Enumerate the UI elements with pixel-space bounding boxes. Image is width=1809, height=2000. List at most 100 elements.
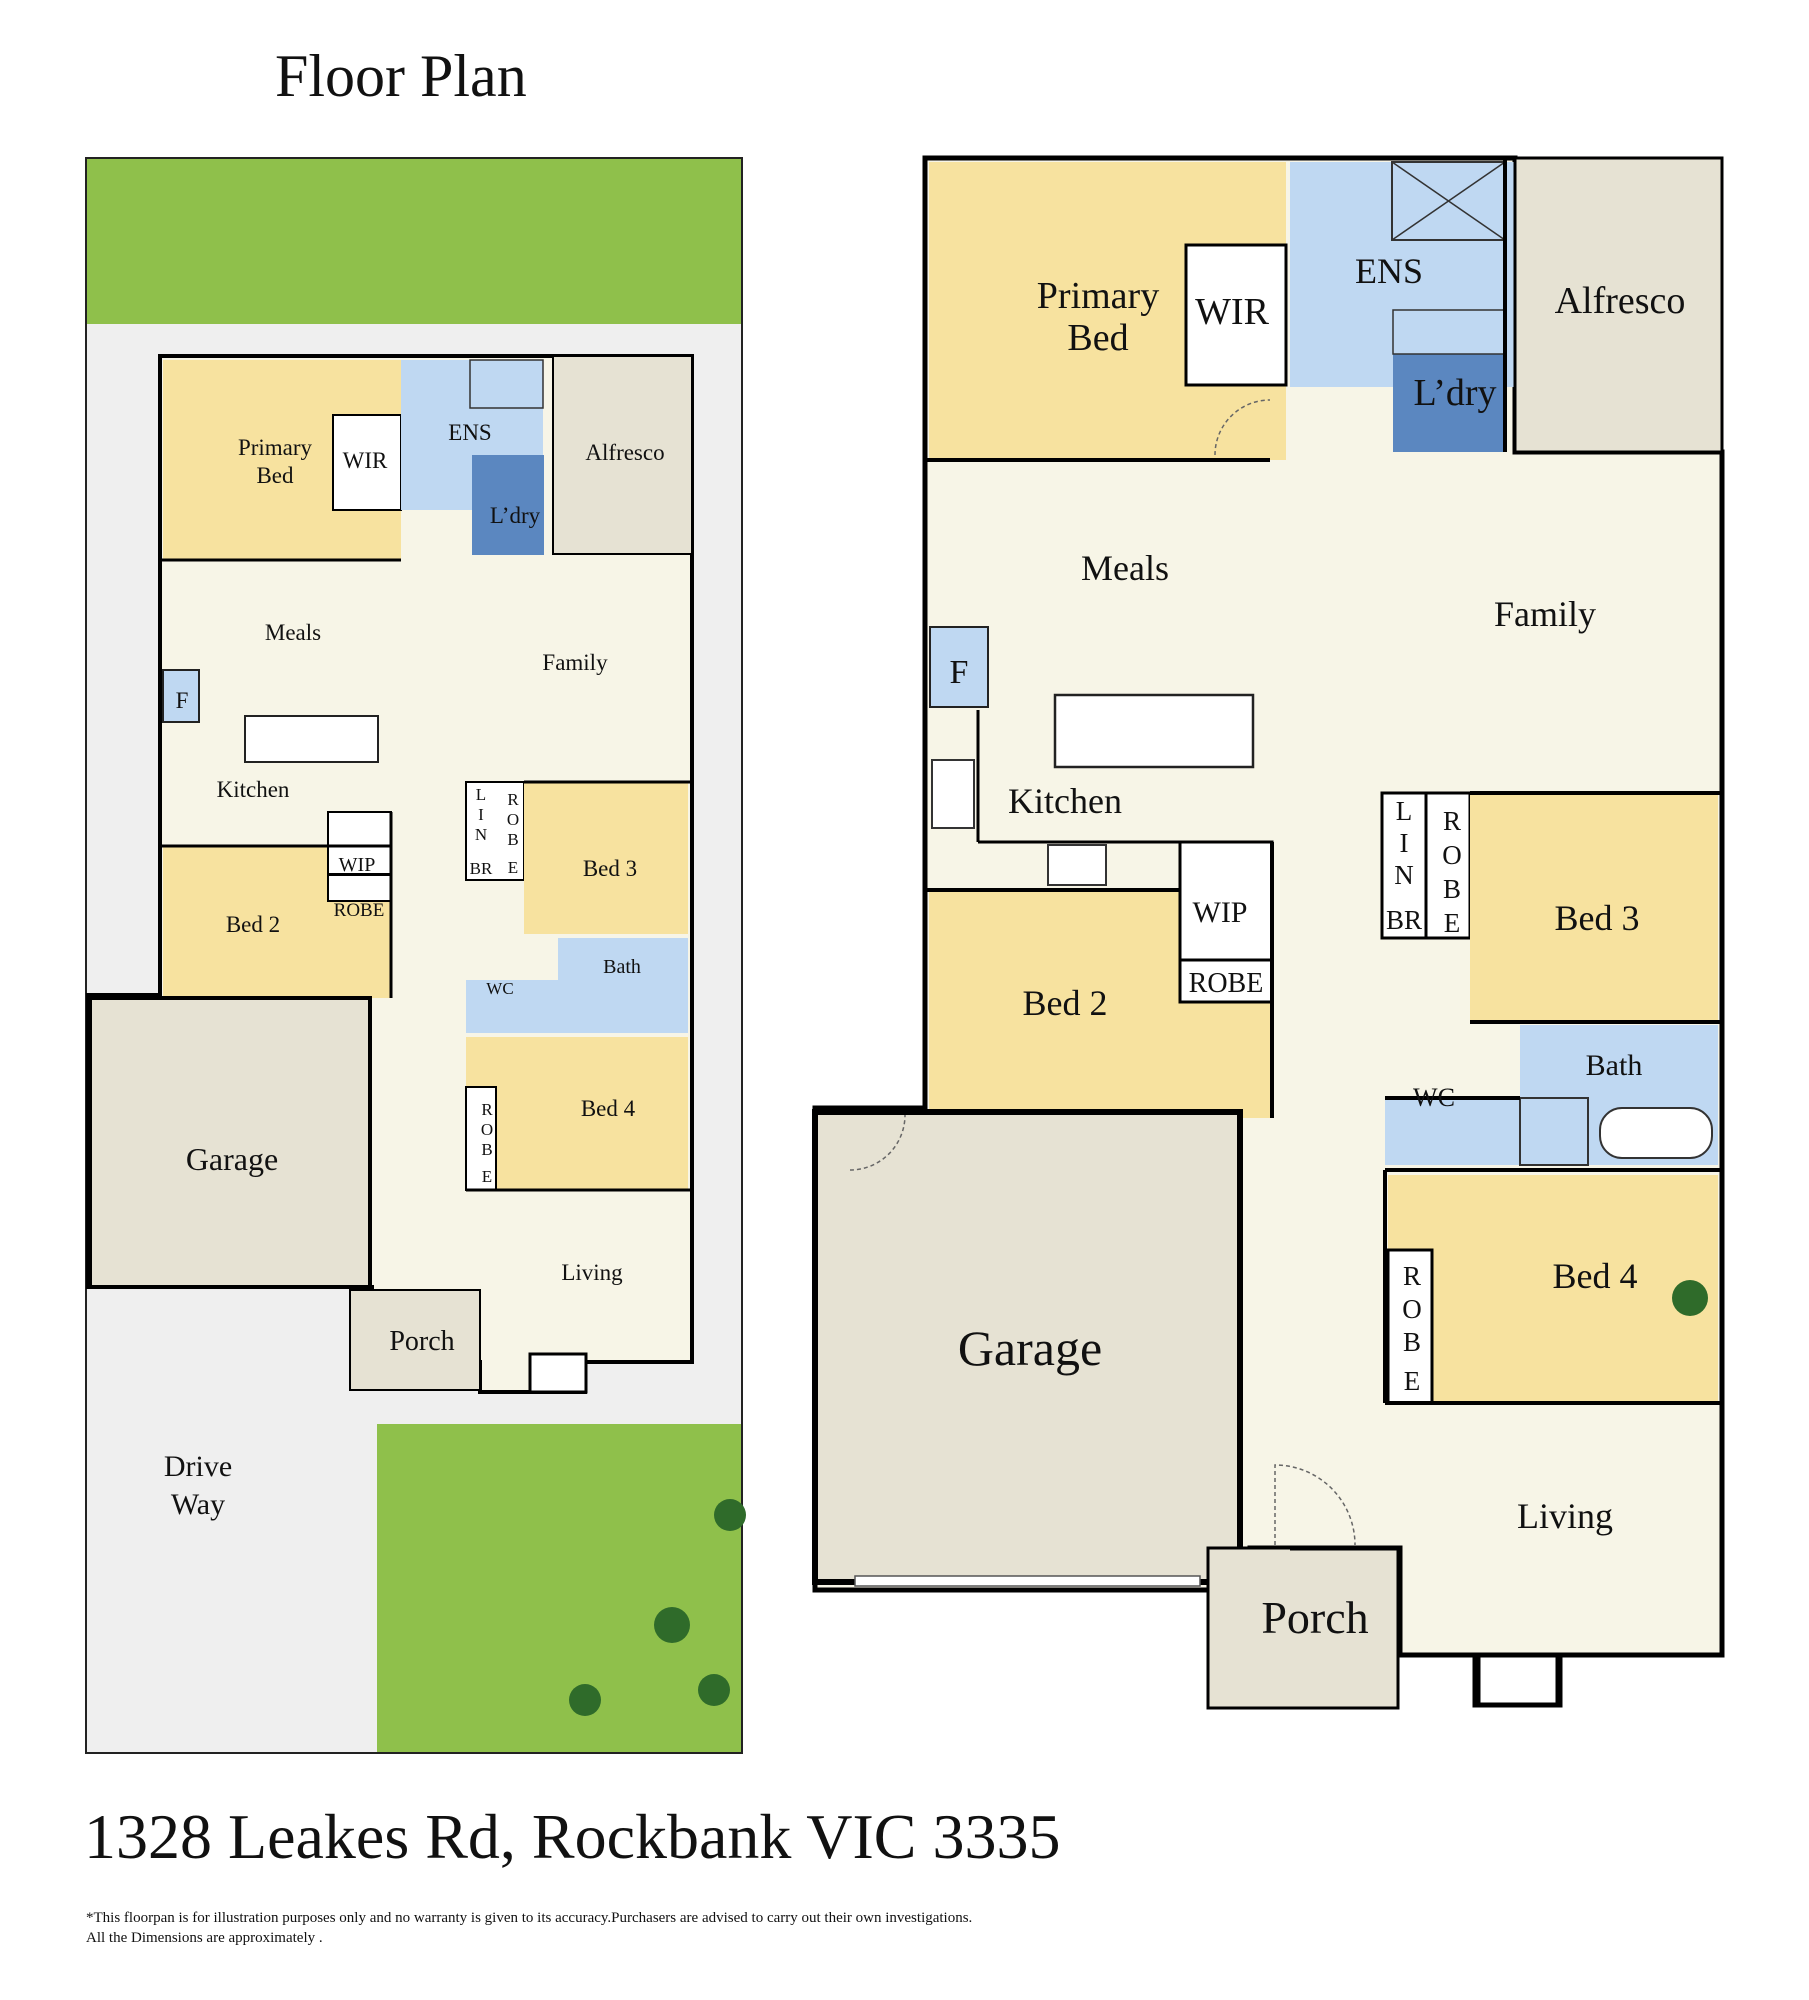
tree-icon xyxy=(569,1499,746,1716)
fp-label-robe: ROBE xyxy=(1189,968,1264,999)
fp-label-bed3: Bed 3 xyxy=(1555,898,1640,938)
site-label-ens: ENS xyxy=(448,420,491,445)
site-island xyxy=(244,715,379,763)
site-bed4-area xyxy=(466,1037,688,1190)
site-label-robe: ROBE xyxy=(334,900,385,921)
site-bed3-area xyxy=(524,782,688,934)
site-label-way: Way xyxy=(171,1488,225,1521)
site-label-living: Living xyxy=(561,1260,623,1285)
fp-wir-area xyxy=(1184,243,1288,387)
fp-bed4-area xyxy=(1388,1175,1718,1403)
site-label-kitchen: Kitchen xyxy=(217,777,290,802)
fp-label-bath: Bath xyxy=(1586,1049,1643,1082)
fp-bath-shower xyxy=(1519,1097,1589,1166)
fp-shower-x2 xyxy=(1391,161,1506,241)
fp-label-fridge: F xyxy=(950,654,969,691)
fp-label-bed2: Bed 2 xyxy=(1023,983,1108,1023)
site-label-wip: WIP xyxy=(339,854,376,876)
site-robe4-area xyxy=(465,1086,497,1191)
page-title: Floor Plan xyxy=(275,43,527,109)
fp-label-linen-i: I xyxy=(1400,828,1409,858)
site-label-robe3-e: E xyxy=(508,858,518,877)
site-laundry-area xyxy=(472,455,544,555)
fp-label-robe4-r: R xyxy=(1403,1261,1421,1291)
site-wc-area xyxy=(466,980,558,1033)
fp-wc-area xyxy=(1385,1098,1520,1165)
site-label-robe4-e: E xyxy=(482,1167,492,1186)
site-label-wir: WIR xyxy=(343,448,388,473)
fp-label-robe3-b: B xyxy=(1443,874,1461,904)
back-lawn xyxy=(87,159,741,324)
fp-label-wc: WC xyxy=(1413,1083,1455,1112)
plant-icon xyxy=(1672,1280,1708,1316)
fp-label-linen-n: N xyxy=(1394,860,1414,890)
site-label-wc: WC xyxy=(486,979,513,998)
site-bath-area xyxy=(558,938,688,1033)
site-label-robe4-r: R xyxy=(481,1100,493,1119)
site-label-bed4: Bed 4 xyxy=(581,1096,636,1121)
fp-label-wir: WIR xyxy=(1195,291,1270,333)
site-fridge xyxy=(162,669,200,723)
fp-label-robe4-e: E xyxy=(1404,1366,1421,1396)
site-label-primary-bed-1: Primary xyxy=(238,435,313,460)
fp-label-robe3-e: E xyxy=(1444,908,1461,938)
fp-label-primary-bed-2: Bed xyxy=(1067,317,1128,359)
floor-plan: Primary Bed WIR ENS Alfresco L’dry Meals… xyxy=(812,155,1725,1710)
fp-sink xyxy=(931,759,975,829)
site-label-bed2: Bed 2 xyxy=(226,912,280,937)
site-label-garage: Garage xyxy=(186,1141,278,1177)
fp-laundry-area xyxy=(1393,354,1505,452)
fp-alfresco-area xyxy=(1513,156,1724,454)
fp-fridge xyxy=(929,626,989,708)
fp-label-kitchen: Kitchen xyxy=(1008,781,1122,821)
front-lawn xyxy=(303,1424,741,1752)
site-entry-box xyxy=(528,1352,588,1394)
fp-label-garage: Garage xyxy=(958,1320,1102,1376)
site-label-family: Family xyxy=(542,650,608,675)
fp-label-robe3-r: R xyxy=(1443,806,1461,836)
disclaimer: *This floorpan is for illustration purpo… xyxy=(86,1908,972,1948)
fp-island xyxy=(1053,693,1255,769)
fp-door-primary xyxy=(1214,399,1271,456)
fp-cooktop xyxy=(1047,844,1107,886)
site-label-br: BR xyxy=(470,859,493,878)
fp-bed3-area xyxy=(1470,795,1718,1020)
fp-wip-area xyxy=(1178,840,1274,962)
fp-label-ens: ENS xyxy=(1355,251,1423,291)
site-porch-area xyxy=(349,1289,481,1391)
fp-label-meals: Meals xyxy=(1081,548,1169,588)
site-label-laundry: L’dry xyxy=(490,503,541,528)
fp-label-robe3-o: O xyxy=(1442,840,1462,870)
fp-label-linen-l: L xyxy=(1396,796,1413,826)
site-shower xyxy=(469,359,544,409)
site-label-robe4-o: O xyxy=(481,1120,493,1139)
fp-entry-box xyxy=(1475,1652,1561,1708)
driveway xyxy=(87,1320,377,1752)
site-plan: Primary Bed WIR ENS Alfresco L’dry Meals… xyxy=(85,157,746,1754)
site-label-fridge: F xyxy=(176,688,189,713)
site-garage-area xyxy=(88,996,372,1289)
fp-garage-door xyxy=(854,1575,1201,1587)
site-label-robe3-b: B xyxy=(507,830,518,849)
fp-garage-area xyxy=(812,1109,1243,1585)
fp-label-primary-bed-1: Primary xyxy=(1037,275,1159,317)
fp-label-wip: WIP xyxy=(1193,896,1248,929)
site-label-porch: Porch xyxy=(389,1326,454,1357)
fp-label-br: BR xyxy=(1386,905,1422,935)
fp-door-garage xyxy=(849,1114,906,1171)
site-label-linen-n: N xyxy=(475,825,487,844)
site-label-linen-l: L xyxy=(476,785,486,804)
site-label-bed3: Bed 3 xyxy=(583,856,637,881)
site-label-robe4-b: B xyxy=(481,1140,492,1159)
site-wip-area xyxy=(327,811,392,875)
fp-label-robe4-o: O xyxy=(1402,1294,1422,1324)
site-label-alfresco: Alfresco xyxy=(585,440,664,465)
site-label-robe3-o: O xyxy=(507,810,519,829)
property-address: 1328 Leakes Rd, Rockbank VIC 3335 xyxy=(84,1801,1061,1872)
site-label-primary-bed-2: Bed xyxy=(256,463,294,488)
site-label-linen-i: I xyxy=(478,805,484,824)
fp-label-laundry: L’dry xyxy=(1413,372,1496,414)
fp-robe-area xyxy=(1178,958,1274,1004)
site-label-bath: Bath xyxy=(603,956,641,978)
